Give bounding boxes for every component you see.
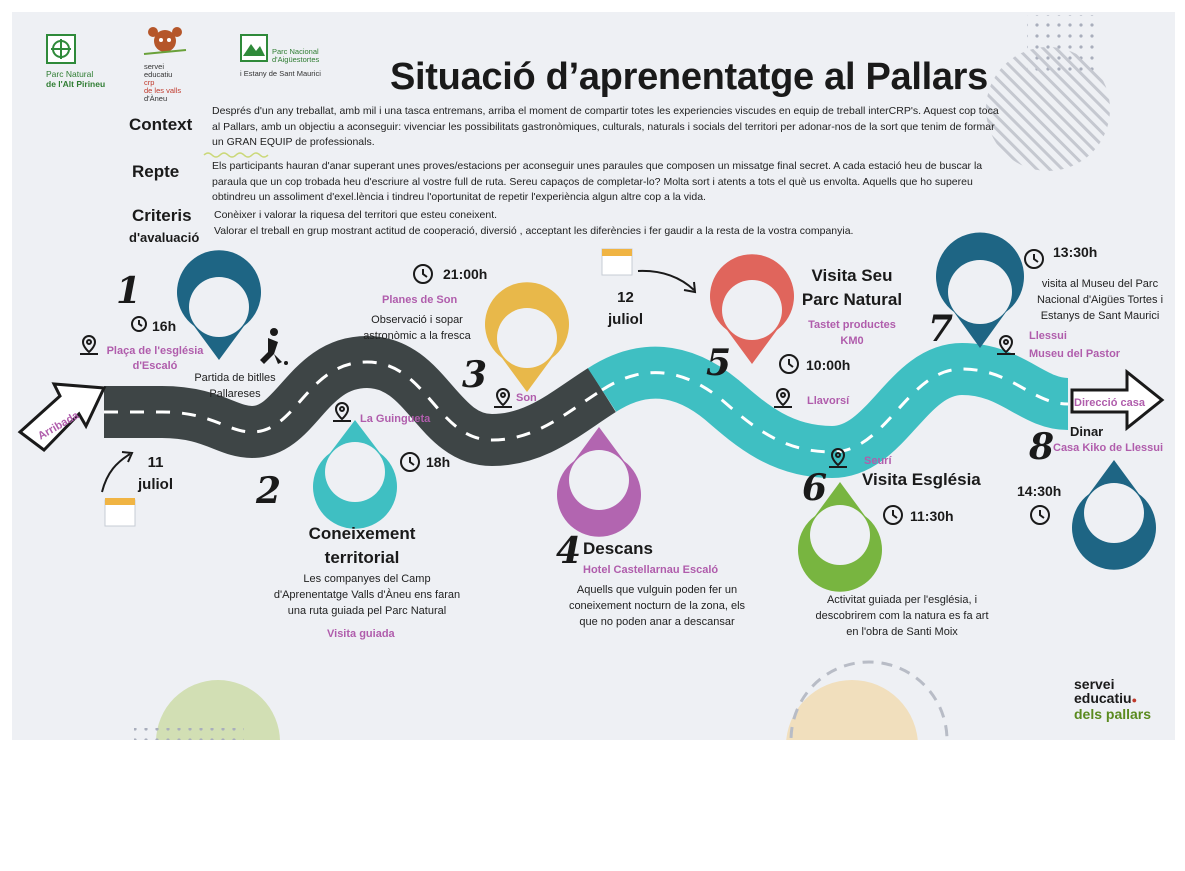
dashed-circle <box>789 660 949 740</box>
clock-icon <box>1024 249 1044 269</box>
stop-7-place2: Museu del Pastor <box>1029 348 1121 360</box>
pin-4 <box>557 427 641 537</box>
clock-icon <box>413 264 433 284</box>
mountain-emblem-icon <box>240 34 268 62</box>
page-title: Situació d’aprenentatge al Pallars <box>390 56 989 98</box>
location-icon <box>774 388 792 408</box>
pin-7 <box>936 232 1024 348</box>
calendar-icon <box>104 498 136 527</box>
pin-2 <box>313 420 398 529</box>
stop-5-place: Llavorsí <box>807 395 850 407</box>
road-teal-lines <box>601 367 1069 454</box>
pin-5 <box>710 254 794 364</box>
exit-arrow-icon <box>1070 368 1165 432</box>
bowler-icon <box>260 328 288 365</box>
servei-pallars-logo: servei educatiu● dels pallars <box>1074 676 1152 722</box>
stop-4-place: Hotel Castellarnau Escaló <box>583 564 719 576</box>
clock-icon <box>779 354 799 374</box>
clock-icon <box>131 316 147 332</box>
stop-3-time: 21:00h <box>443 266 488 282</box>
location-icon <box>80 335 98 355</box>
road-teal <box>587 342 1070 479</box>
background-decorations <box>134 15 1110 740</box>
stop-8-number: 8 <box>1029 426 1055 468</box>
route-map <box>17 232 1165 592</box>
stop-3-place: Son <box>516 392 537 404</box>
location-icon <box>333 402 351 422</box>
context-text: Després d'un any treballat, amb mil i un… <box>212 105 999 148</box>
orange-circle <box>786 680 918 740</box>
stop-7-time: 13:30h <box>1053 244 1098 260</box>
stop-4-number: 4 <box>556 530 582 572</box>
stop-6-time: 11:30h <box>910 508 954 524</box>
squiggle-icon <box>203 152 269 158</box>
stop-8-place: Casa Kiko de Llessui <box>1053 442 1164 454</box>
calendar-icon <box>601 248 633 276</box>
arrow-up-icon <box>101 451 134 493</box>
stop-3-place-top: Planes de Son <box>382 294 458 306</box>
stop-7-number: 7 <box>928 308 954 350</box>
criteris-text: Conèixer i valorar la riquesa del territ… <box>214 209 854 237</box>
pin-1 <box>177 250 262 360</box>
dot-grid-bottom <box>134 728 244 740</box>
clock-icon <box>883 505 903 525</box>
stop-1-number: 1 <box>116 270 142 312</box>
stop-6-number: 6 <box>802 467 828 509</box>
arrival-arrow-icon <box>17 382 107 452</box>
stop-4-heading: Descans <box>583 539 653 558</box>
location-icon <box>829 448 847 468</box>
stop-1-time: 16h <box>152 318 177 334</box>
green-circle <box>156 680 280 740</box>
pin-6 <box>798 482 883 592</box>
pin-3 <box>485 282 570 392</box>
stop-2-place: La Guingueta <box>360 413 431 425</box>
context-label: Context <box>129 115 193 134</box>
location-icon <box>997 335 1015 355</box>
stop-7-place1: Llessui <box>1029 330 1067 342</box>
road-dark-lines <box>104 360 603 442</box>
stop-3-number: 3 <box>462 354 488 396</box>
location-icon <box>494 388 512 408</box>
pin-8 <box>1072 460 1156 570</box>
stop-2-time: 18h <box>426 454 451 470</box>
arrow-right-icon <box>637 269 697 294</box>
exit-label: Direcció casa <box>1074 397 1145 409</box>
clock-icon <box>400 452 420 472</box>
criteris-sublabel: d'avaluació <box>129 230 200 245</box>
stop-6-heading: Visita Església <box>862 470 981 489</box>
clock-icon <box>1030 505 1050 525</box>
stop-8-time: 14:30h <box>1017 483 1062 499</box>
altpirineu-emblem-icon <box>46 34 76 64</box>
repte-text: Els participants hauran d'anar superant … <box>212 160 983 203</box>
stop-2-number: 2 <box>256 470 282 512</box>
stop-8-heading: Dinar <box>1070 424 1104 439</box>
stop-5-number: 5 <box>706 342 732 384</box>
stop-5-time: 10:00h <box>806 357 851 373</box>
mascot-head-icon <box>143 27 187 55</box>
stop-6-place: Seurí <box>864 455 892 467</box>
repte-label: Repte <box>132 162 180 181</box>
stop-2-sub: Visita guiada <box>327 628 395 640</box>
striped-circle <box>986 47 1110 171</box>
criteris-label: Criteris <box>132 206 192 225</box>
